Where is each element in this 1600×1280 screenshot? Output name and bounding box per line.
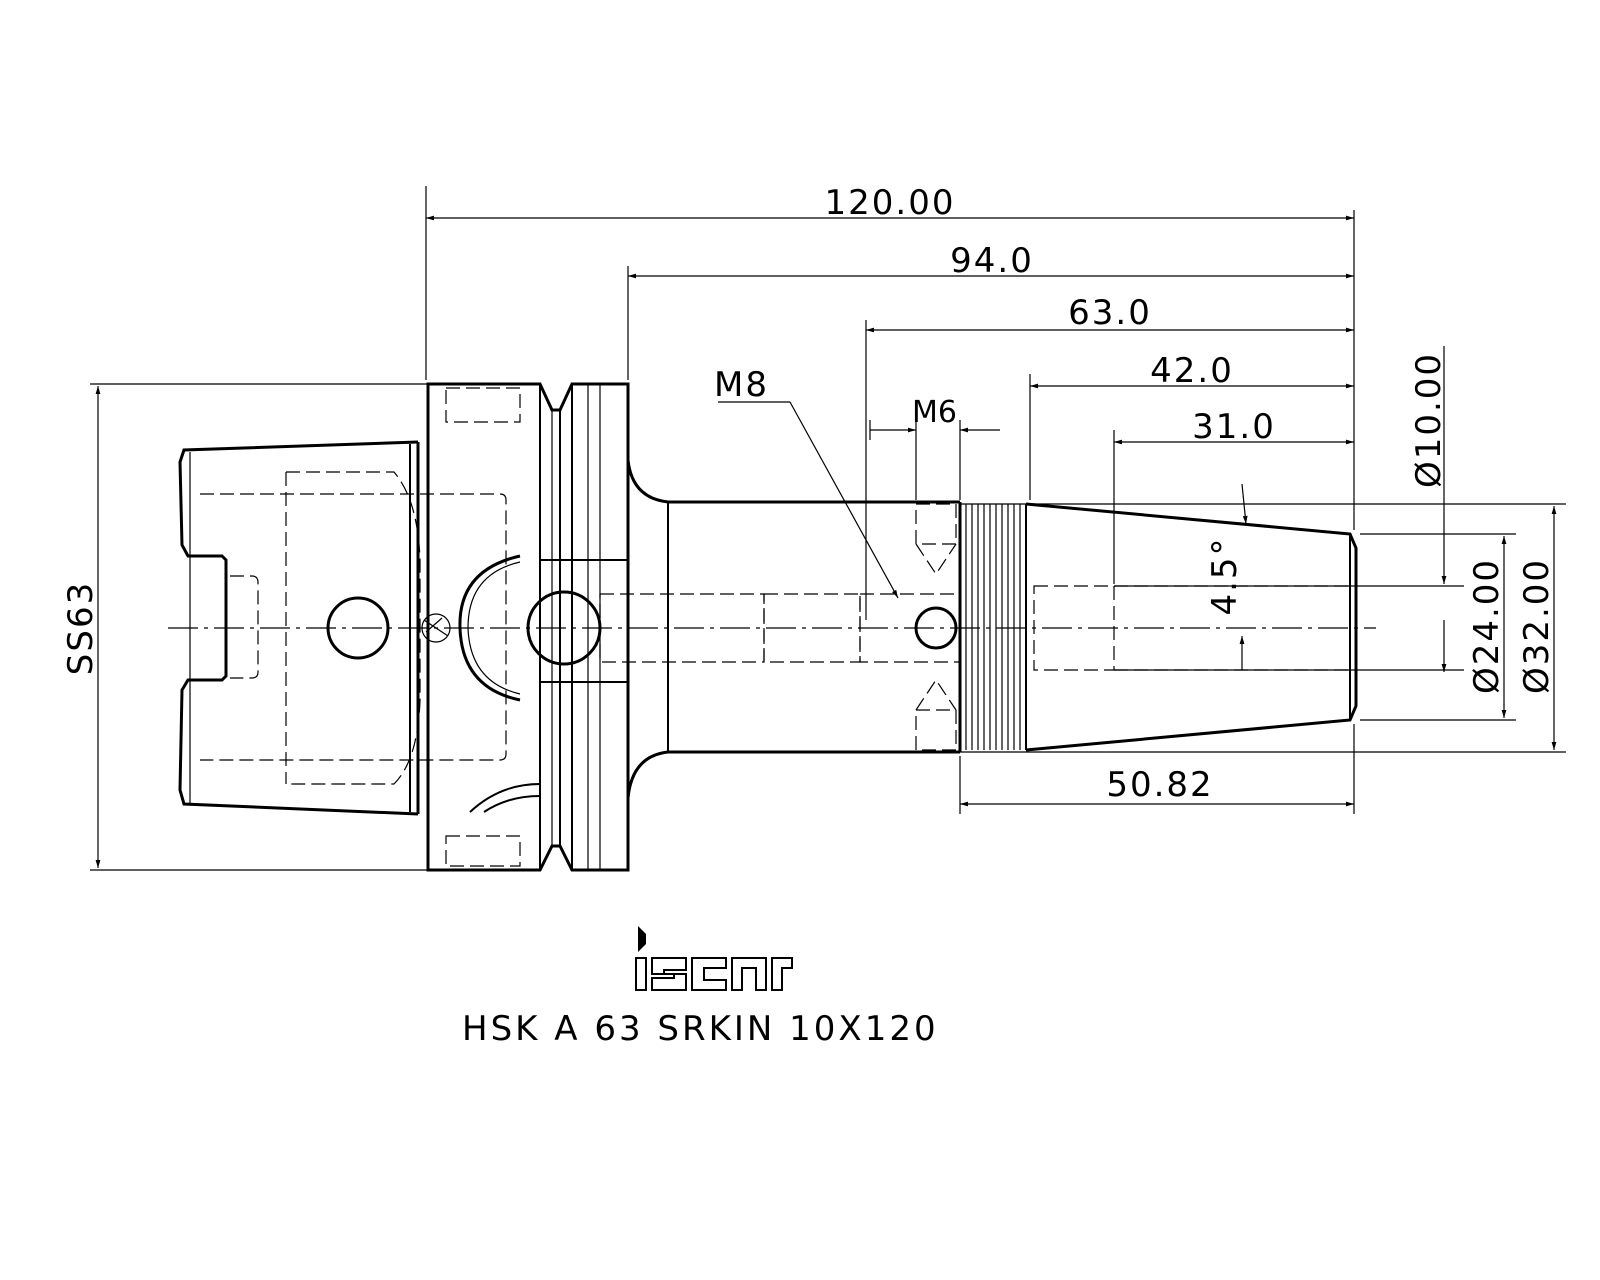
dim-length-31: 31.0 xyxy=(1192,407,1276,447)
dim-overall-length: 120.00 xyxy=(825,183,956,223)
dim-thread-length: 50.82 xyxy=(1106,765,1213,805)
extension-lines xyxy=(90,186,1566,871)
dim-flange-size: SS63 xyxy=(61,581,101,675)
dim-length-63: 63.0 xyxy=(1068,293,1152,333)
dim-bore-diameter: Ø10.00 xyxy=(1409,352,1449,488)
dim-length-94: 94.0 xyxy=(950,241,1034,281)
thread-lines xyxy=(965,504,1027,750)
dim-taper-angle: 4.5° xyxy=(1205,536,1245,615)
part-designation: HSK A 63 SRKIN 10X120 xyxy=(462,1009,939,1049)
dimension-lines xyxy=(95,215,1557,868)
callout-m6: M6 xyxy=(912,395,957,430)
dim-shank-diameter: Ø32.00 xyxy=(1517,558,1557,694)
iscar-logo: iscar xyxy=(635,926,793,991)
dim-length-42: 42.0 xyxy=(1150,351,1234,391)
dim-tip-diameter: Ø24.00 xyxy=(1467,558,1507,694)
callout-m8: M8 xyxy=(714,365,769,405)
